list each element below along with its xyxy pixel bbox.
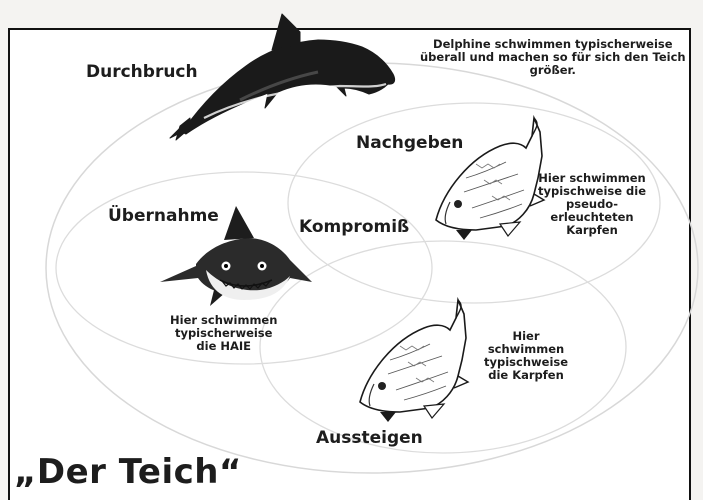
zone-label-durchbruch: Durchbruch <box>86 62 198 82</box>
note-carp: Hier schwimmen typischweise die Karpfen <box>484 330 568 382</box>
diagram-title: „Der Teich“ <box>14 452 242 492</box>
zone-label-uebernahme: Übernahme <box>108 206 219 226</box>
note-line: größer. <box>420 64 686 77</box>
note-line: Karpfen <box>538 224 646 237</box>
zone-label-kompromiss: Kompromiß <box>299 217 409 237</box>
zone-label-aussteigen: Aussteigen <box>316 428 423 448</box>
note-enlightened-carp: Hier schwimmen typischweise die pseudo- … <box>538 172 646 237</box>
pond-ellipse <box>46 63 698 473</box>
note-line: die HAIE <box>170 340 277 353</box>
dolphin-icon <box>170 14 395 140</box>
carp-icon <box>360 300 468 422</box>
zone-label-nachgeben: Nachgeben <box>356 133 463 153</box>
note-sharks: Hier schwimmen typischerweise die HAIE <box>170 314 277 353</box>
note-dolphins: Delphine schwimmen typischerweise überal… <box>420 38 686 77</box>
note-line: die Karpfen <box>484 369 568 382</box>
